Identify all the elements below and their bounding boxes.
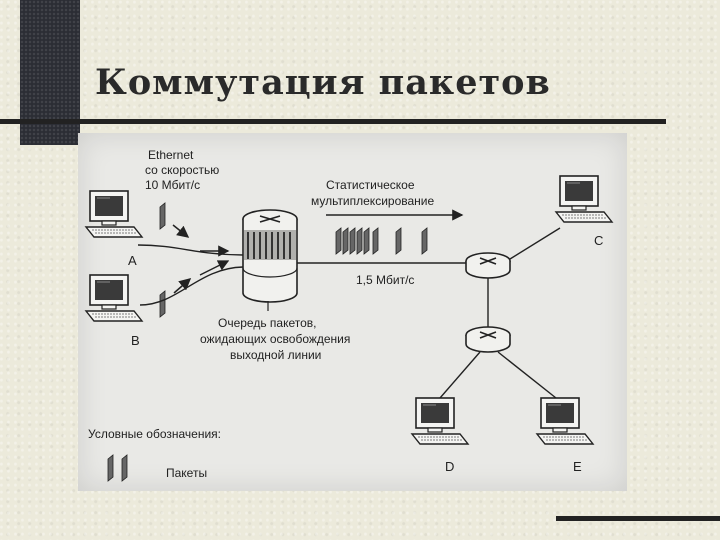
packet-icon: [363, 227, 370, 255]
packet-icon: [356, 227, 363, 255]
link-lower-e: [497, 351, 557, 399]
diagram-canvas: A B C D E Ethernet со скоростью 10 Мбит/…: [85, 148, 613, 482]
packet-icon: [349, 227, 356, 255]
computer-c-icon: [555, 175, 613, 223]
legend-packets-label: Пакеты: [166, 466, 207, 480]
queue-label: Очередь пакетов, ожидающих освобождения …: [200, 316, 354, 362]
node-b-label: B: [131, 333, 140, 348]
queue-router-icon: [242, 209, 298, 311]
arrow-merge-lower: [199, 260, 230, 276]
input-packet-b-icon: [159, 290, 166, 318]
legend-packet-icon: [107, 454, 128, 482]
arrow-from-b: [173, 278, 192, 294]
bottom-rule: [556, 516, 720, 521]
packet-icon: [372, 227, 379, 255]
stat-mux-label: Статистическое мультиплексирование: [311, 178, 434, 208]
node-a-label: A: [128, 253, 137, 268]
packet-icon: [395, 227, 402, 255]
packet-switching-diagram: A B C D E Ethernet со скоростью 10 Мбит/…: [78, 133, 627, 491]
computer-b-icon: [85, 274, 143, 322]
ethernet-label: Ethernet со скоростью 10 Мбит/с: [145, 148, 223, 192]
link-a-router: [137, 244, 244, 256]
packet-icon: [335, 227, 342, 255]
center-router-icon: [465, 252, 511, 279]
node-d-label: D: [445, 459, 454, 474]
output-packets: [335, 227, 428, 255]
node-e-label: E: [573, 459, 582, 474]
input-packet-a-icon: [159, 202, 166, 230]
computer-d-icon: [411, 397, 469, 445]
link-speed-label: 1,5 Мбит/с: [356, 273, 414, 287]
slide-title: Коммутация пакетов: [95, 62, 551, 103]
link-lower-d: [439, 351, 481, 399]
link-center-c: [509, 227, 561, 260]
legend-title: Условные обозначения:: [88, 427, 221, 441]
title-rule: [0, 119, 666, 124]
arrow-from-a: [172, 224, 190, 238]
node-c-label: C: [594, 233, 603, 248]
link-b-router: [139, 266, 244, 306]
packet-icon: [421, 227, 428, 255]
packet-icon: [342, 227, 349, 255]
lower-router-icon: [465, 326, 511, 353]
computer-e-icon: [536, 397, 594, 445]
computer-a-icon: [85, 190, 143, 238]
